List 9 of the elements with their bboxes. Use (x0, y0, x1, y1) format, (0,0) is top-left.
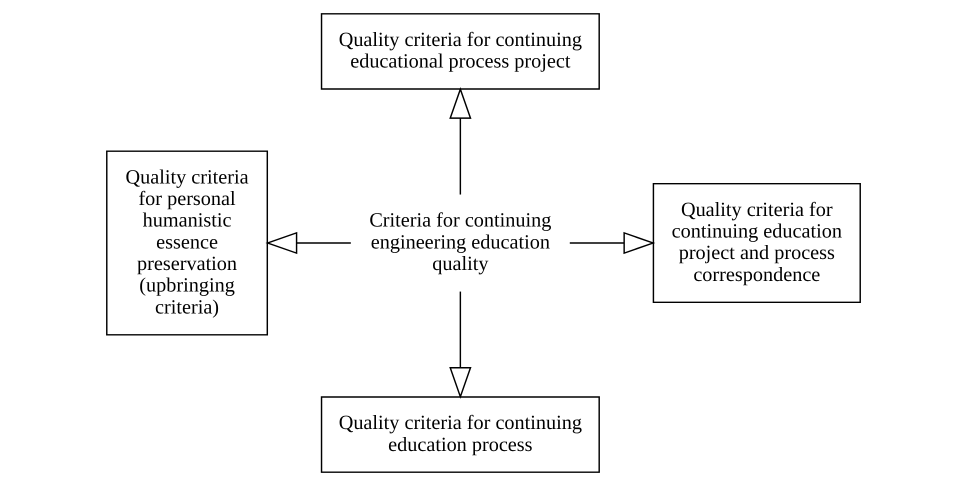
arrow (264, 232, 350, 254)
node-box: Quality criteria for continuing education project and process correspondence (652, 182, 860, 304)
arrow (448, 292, 471, 399)
node-box: Quality criteria for personal humanistic essence preservation (upbringing criteria) (106, 150, 268, 336)
arrow (569, 232, 655, 254)
arrow (448, 87, 471, 195)
node-box: Quality criteria for continuing educational process project (320, 13, 600, 90)
node-box: Quality criteria for continuing education process (320, 396, 600, 473)
node-text: Criteria for continuing engineering education quality (368, 210, 551, 276)
